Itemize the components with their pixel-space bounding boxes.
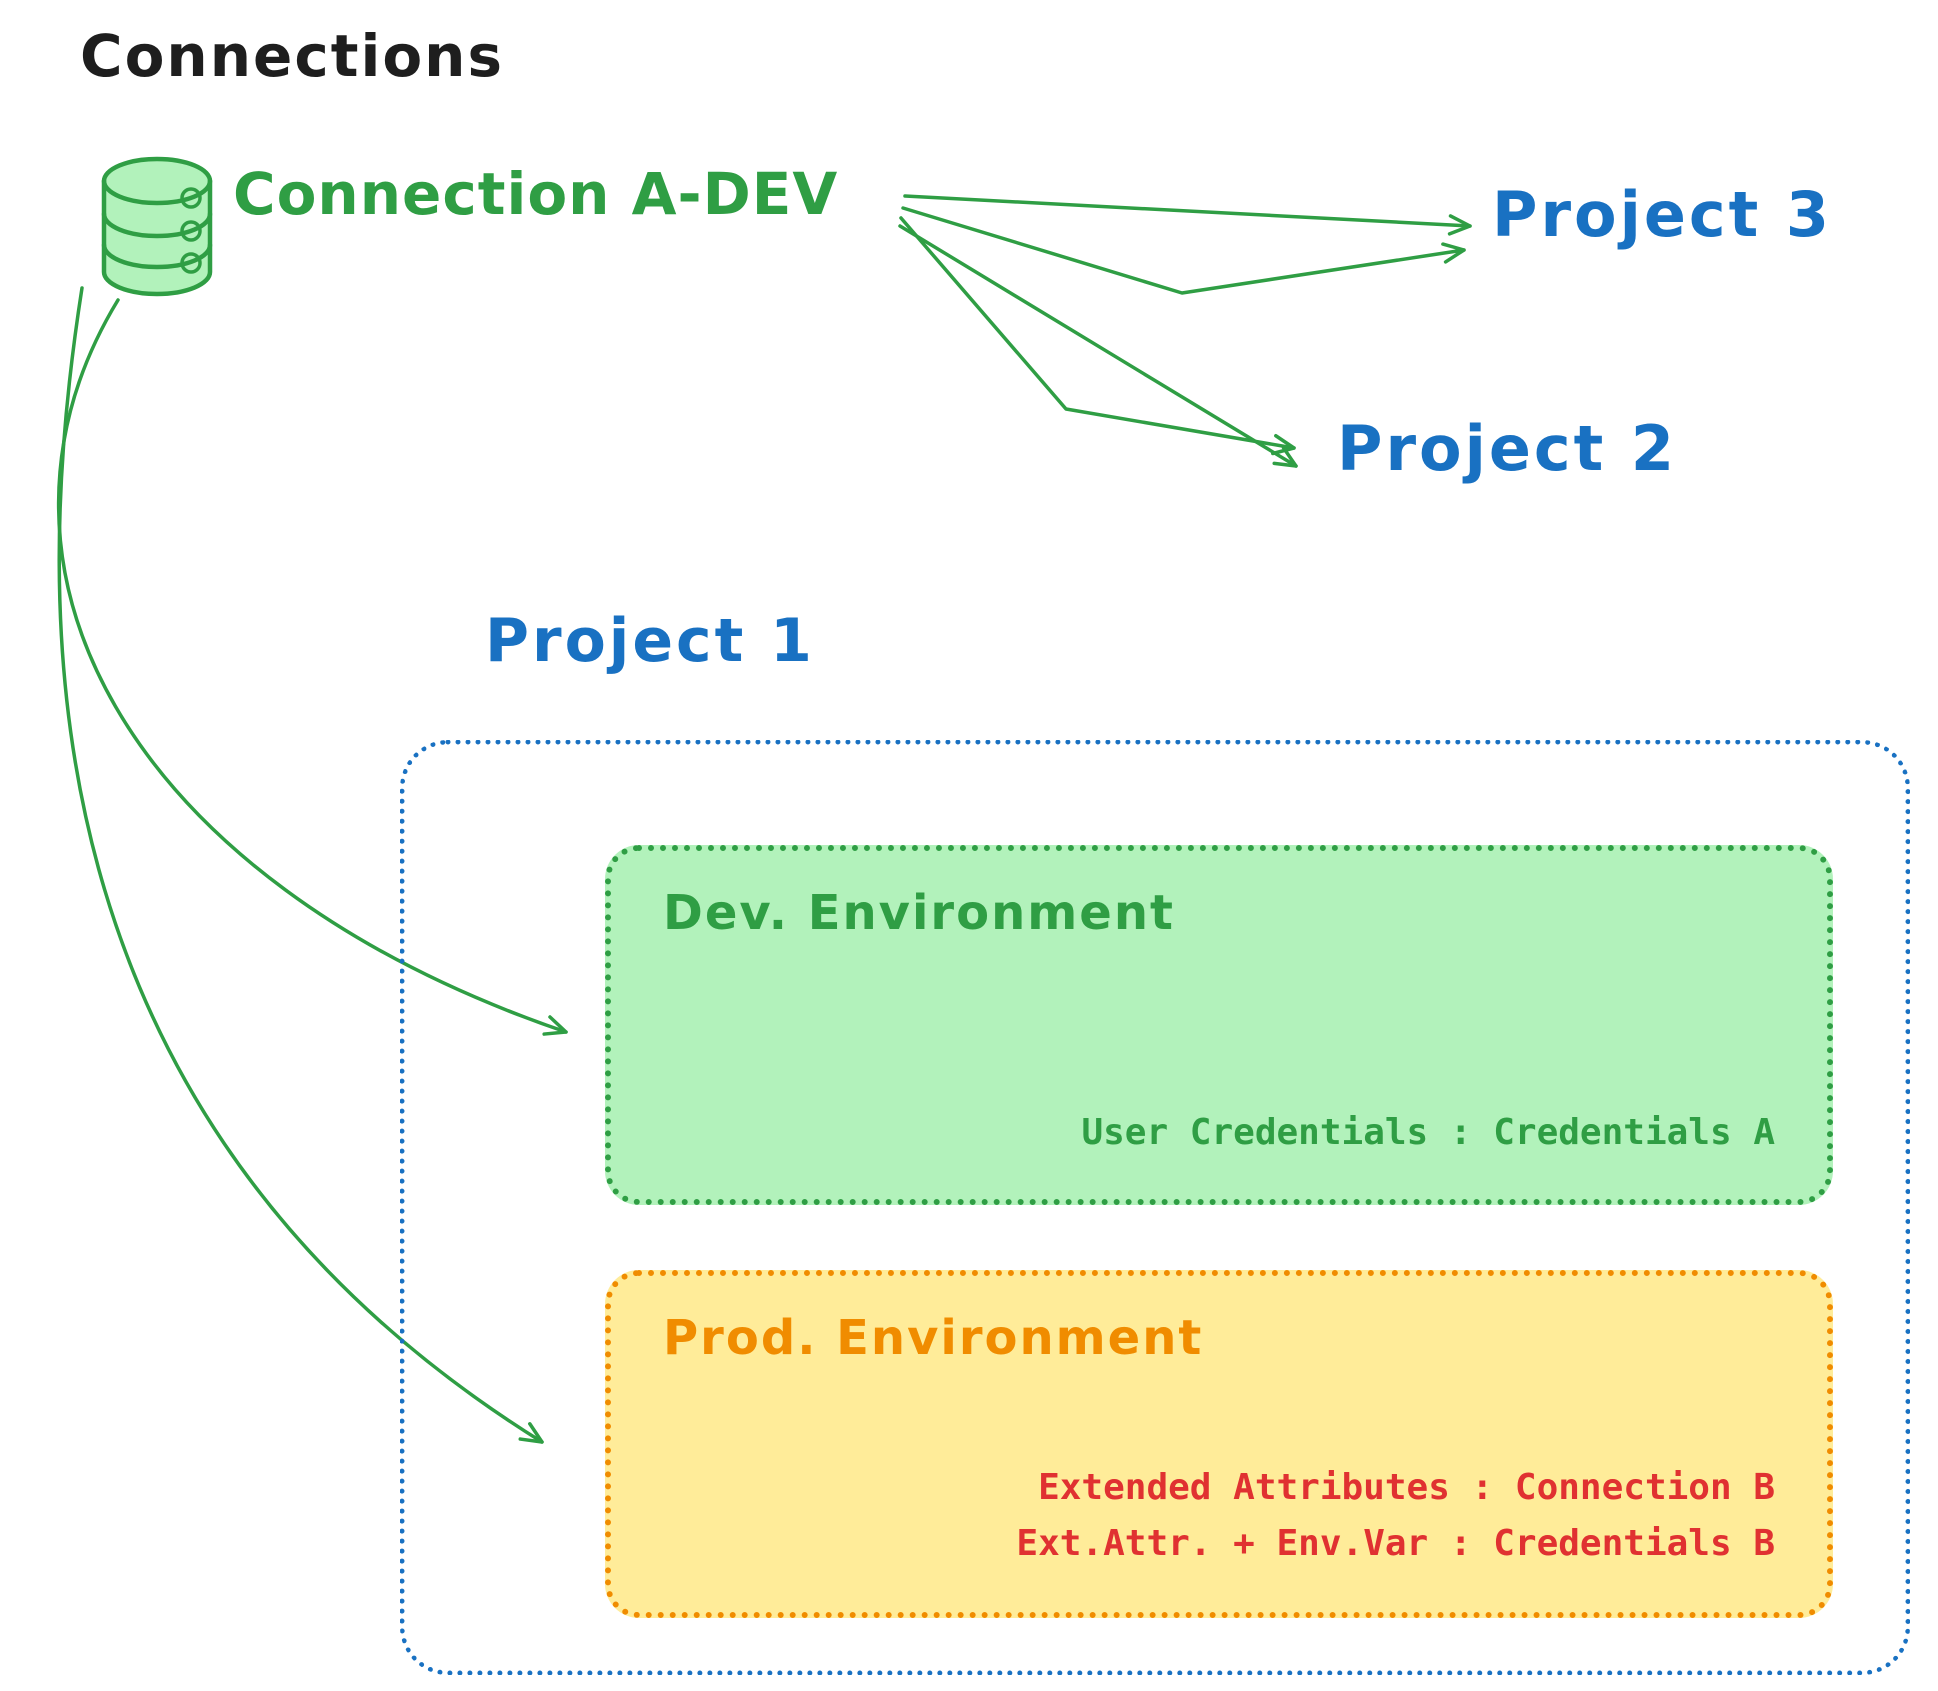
arrows-connection-to-environments (57, 286, 568, 1444)
project-3-label: Project 3 (1492, 178, 1833, 251)
arrow-to-project3-bent (901, 206, 1466, 295)
diagram-title: Connections (80, 22, 504, 90)
arrows-connection-to-projects (898, 194, 1472, 468)
dev-environment-box: Dev. Environment User Credentials : Cred… (605, 845, 1833, 1205)
database-icon (101, 156, 213, 297)
dev-environment-label: Dev. Environment (663, 885, 1175, 941)
connection-a-dev-label: Connection A-DEV (233, 160, 839, 228)
project-1-label: Project 1 (485, 606, 815, 676)
prod-environment-label: Prod. Environment (663, 1310, 1204, 1366)
prod-attributes-text: Extended Attributes : Connection B Ext.A… (1016, 1460, 1775, 1572)
project-2-label: Project 2 (1337, 412, 1678, 485)
arrow-to-project2-bent (899, 216, 1296, 456)
project-1-container: Dev. Environment User Credentials : Cred… (400, 740, 1910, 1675)
arrow-to-prod-environment (57, 286, 544, 1444)
dev-credentials-text: User Credentials : Credentials A (1081, 1112, 1775, 1154)
prod-attr-line1: Extended Attributes : Connection B (1038, 1467, 1775, 1509)
arrow-to-dev-environment (57, 298, 568, 1036)
arrow-to-project2-straight (898, 224, 1298, 468)
arrow-to-project3-straight (903, 194, 1472, 236)
prod-attr-line2: Ext.Attr. + Env.Var : Credentials B (1016, 1523, 1775, 1565)
prod-environment-box: Prod. Environment Extended Attributes : … (605, 1270, 1833, 1618)
